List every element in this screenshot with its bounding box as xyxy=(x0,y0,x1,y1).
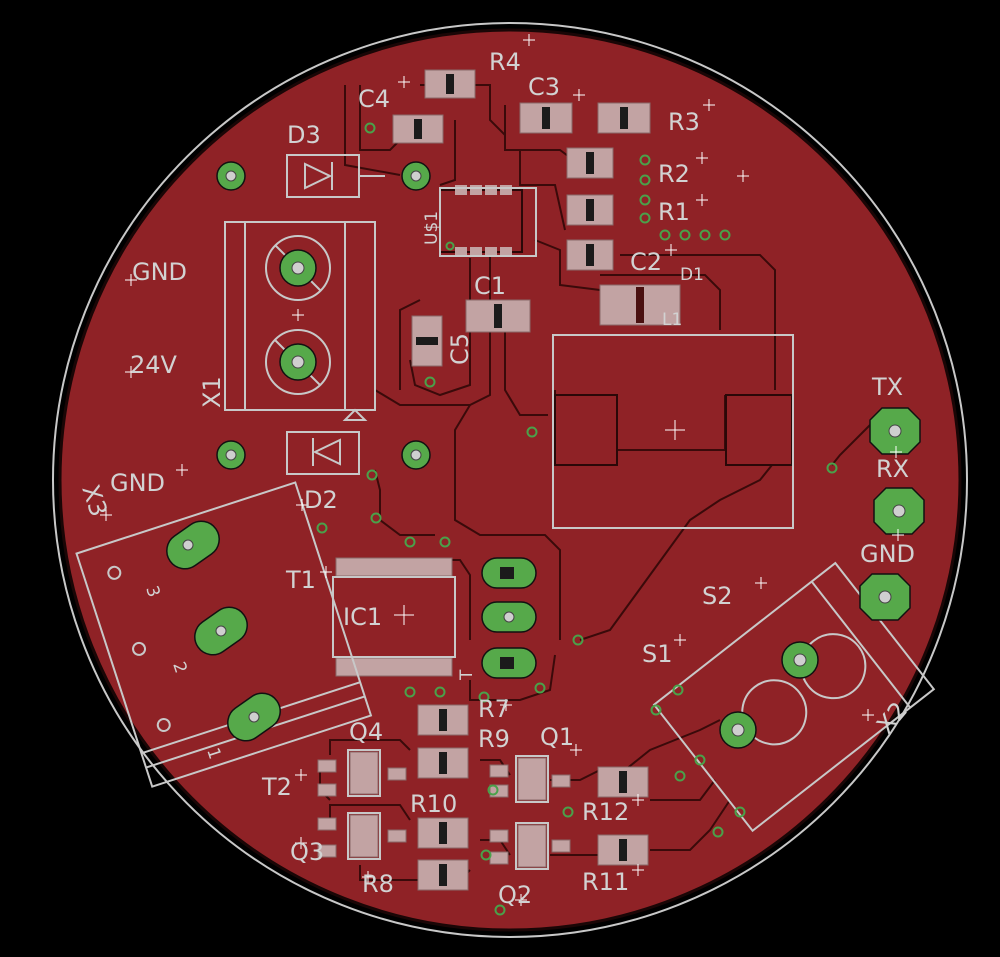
label-24v: 24V xyxy=(130,351,178,379)
label-c4: C4 xyxy=(358,85,390,113)
label-d3: D3 xyxy=(287,121,321,149)
label-rx: RX xyxy=(876,455,909,483)
label-us1: U$1 xyxy=(422,211,442,245)
x3-pad-3[interactable] xyxy=(160,514,227,576)
transistor-q2[interactable] xyxy=(489,824,571,868)
x1-pad-gnd[interactable] xyxy=(279,249,317,287)
x1-pad-24v[interactable] xyxy=(279,343,317,381)
label-c2: C2 xyxy=(630,248,662,276)
label-c3: C3 xyxy=(528,73,560,101)
d2-pad-right[interactable] xyxy=(401,440,431,470)
x2-pad-1[interactable] xyxy=(781,641,819,679)
t1-pad-1[interactable] xyxy=(481,557,537,589)
label-q1: Q1 xyxy=(540,723,574,751)
transistor-q3[interactable] xyxy=(317,814,407,858)
label-r12: R12 xyxy=(582,798,629,826)
capacitor-c1[interactable] xyxy=(465,299,531,333)
copper-pour xyxy=(58,28,962,932)
resistor-r9[interactable] xyxy=(417,747,469,779)
vias xyxy=(316,122,838,916)
t1-pad-2[interactable] xyxy=(481,601,537,633)
label-r4: R4 xyxy=(489,48,521,76)
capacitor-c5[interactable] xyxy=(411,315,443,367)
diode-d1[interactable] xyxy=(599,284,681,326)
label-q4: Q4 xyxy=(349,718,383,746)
label-r11: R11 xyxy=(582,868,629,896)
through-hole-pads xyxy=(160,161,925,749)
resistor-r2[interactable] xyxy=(566,147,614,179)
label-l1: L1 xyxy=(662,310,682,330)
resistor-r7[interactable] xyxy=(417,704,469,736)
label-t2: T2 xyxy=(261,773,292,801)
label-d2: D2 xyxy=(304,486,338,514)
label-c1: C1 xyxy=(474,272,506,300)
u1-chip[interactable] xyxy=(439,185,523,257)
x2-pad-2[interactable] xyxy=(719,711,757,749)
x3-pad-1[interactable] xyxy=(221,686,288,748)
resistor-r3[interactable] xyxy=(597,102,651,134)
board-outline xyxy=(52,22,968,938)
transistor-q1[interactable] xyxy=(489,757,571,801)
d3-pad-left[interactable] xyxy=(216,161,246,191)
component-labels: R4 C4 C3 R3 D3 R2 R1 U$1 GND C2 D1 C1 L1… xyxy=(76,48,915,909)
label-t: T xyxy=(457,669,477,681)
resistor-r4[interactable] xyxy=(424,69,476,99)
silkscreen-layer xyxy=(75,154,936,870)
label-r1: R1 xyxy=(658,198,690,226)
smd-pads xyxy=(317,69,793,891)
label-ic1: IC1 xyxy=(343,603,382,631)
capacitor-c3[interactable] xyxy=(519,102,573,134)
label-r3: R3 xyxy=(668,108,700,136)
resistor-r10[interactable] xyxy=(417,817,469,849)
resistor-r12[interactable] xyxy=(597,766,649,798)
resistor-r11[interactable] xyxy=(597,834,649,866)
label-tx: TX xyxy=(871,373,903,401)
d3-pad-right[interactable] xyxy=(401,161,431,191)
label-gnd-right: GND xyxy=(860,540,915,568)
ic1-pins[interactable] xyxy=(335,557,453,677)
label-gnd-top: GND xyxy=(132,258,187,286)
label-d1: D1 xyxy=(680,265,704,285)
origin-markers xyxy=(100,34,904,906)
label-r10: R10 xyxy=(410,790,457,818)
label-t1: T1 xyxy=(285,566,316,594)
label-r8: R8 xyxy=(362,870,394,898)
capacitor-c4[interactable] xyxy=(392,114,444,144)
label-r2: R2 xyxy=(658,160,690,188)
label-c5: C5 xyxy=(446,333,474,365)
label-q3: Q3 xyxy=(290,838,324,866)
resistor-r1[interactable] xyxy=(566,194,614,226)
trace-layer xyxy=(319,84,871,881)
x3-pad-2[interactable] xyxy=(188,600,255,662)
capacitor-c2[interactable] xyxy=(566,239,614,271)
t1-pad-3[interactable] xyxy=(481,647,537,679)
label-x1: X1 xyxy=(198,376,226,408)
label-gnd-left: GND xyxy=(110,469,165,497)
label-r7: R7 xyxy=(478,695,510,723)
label-s2: S2 xyxy=(702,582,733,610)
transistor-q4[interactable] xyxy=(317,751,407,797)
label-s1: S1 xyxy=(642,640,673,668)
tx-pad[interactable] xyxy=(869,407,921,455)
rx-pad[interactable] xyxy=(873,487,925,535)
gnd-pad[interactable] xyxy=(859,573,911,621)
inductor-l1[interactable] xyxy=(554,394,793,466)
d2-pad-left[interactable] xyxy=(216,440,246,470)
label-q2: Q2 xyxy=(498,881,532,909)
resistor-r8[interactable] xyxy=(417,859,469,891)
label-r9: R9 xyxy=(478,725,510,753)
